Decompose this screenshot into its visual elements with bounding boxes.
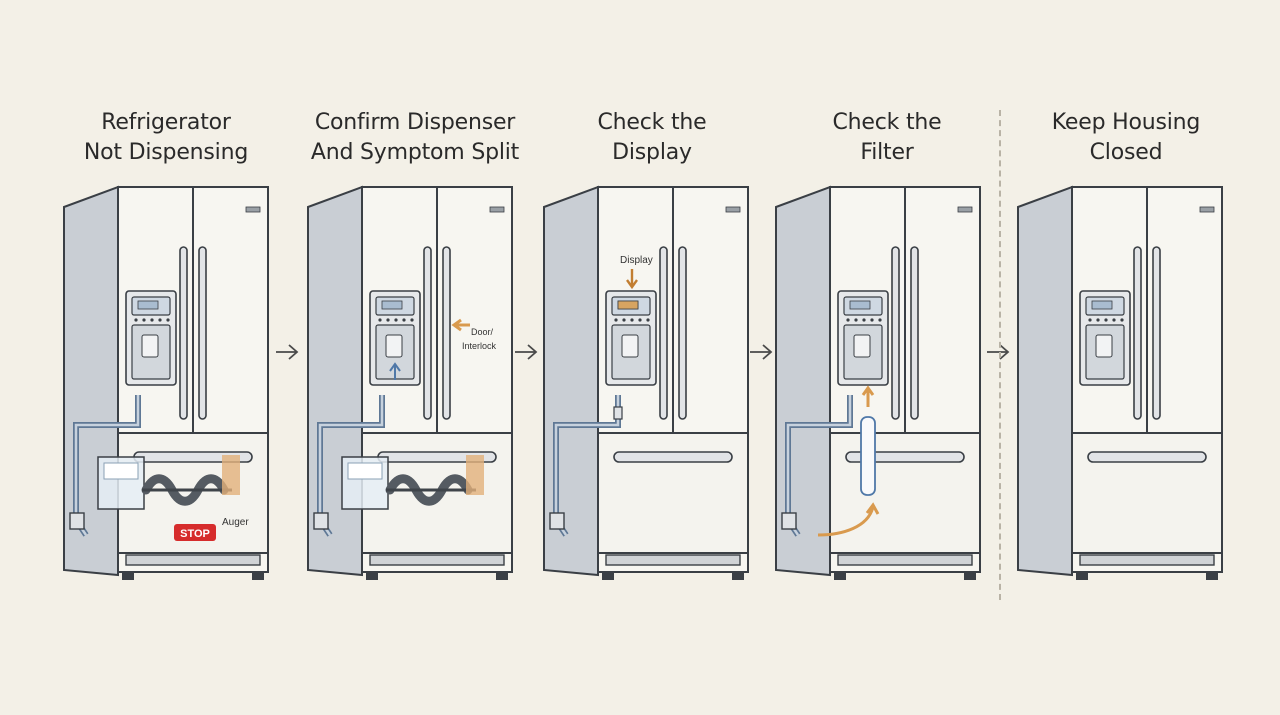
step-5-title-line1: Keep Housing (1051, 110, 1201, 135)
fridge-2-illustration: Door/ Interlock (307, 186, 513, 581)
step-5-title: Keep Housing Closed (1006, 108, 1246, 168)
fridge-5-illustration (1017, 186, 1223, 581)
up-arrow-icon (389, 362, 401, 380)
step-1-title: Refrigerator Not Dispensing (46, 108, 286, 168)
step-4-title: Check the Filter (767, 108, 1007, 168)
section-divider (999, 110, 1001, 600)
up-arrow-icon (861, 385, 875, 407)
auger-label: Auger (222, 517, 249, 528)
right-arrow-icon (750, 344, 773, 360)
water-filter (860, 416, 876, 496)
fridge-4-illustration (775, 186, 981, 581)
right-arrow-icon (987, 344, 1010, 360)
step-4-title-line1: Check the (832, 110, 942, 135)
fridge-3-illustration: Display (543, 186, 749, 581)
step-1-title-line2: Not Dispensing (83, 140, 249, 165)
step-4-title-line2: Filter (860, 140, 914, 165)
door-interlock-label-line1: Door/ (471, 327, 494, 337)
step-2-title: Confirm Dispenser And Symptom Split (295, 108, 535, 168)
step-1-title-line1: Refrigerator (101, 110, 231, 135)
step-2-title-line2: And Symptom Split (310, 140, 520, 165)
fridge-1-illustration: STOP Auger (63, 186, 269, 581)
step-3-title-line2: Display (612, 140, 692, 165)
stop-label: STOP (180, 528, 210, 540)
step-3-title-line1: Check the (597, 110, 707, 135)
door-interlock-label-line2: Interlock (462, 341, 497, 351)
step-2-title-line1: Confirm Dispenser (314, 110, 516, 135)
stop-badge (174, 524, 216, 541)
right-arrow-icon (276, 344, 299, 360)
down-arrow-icon (626, 269, 638, 290)
step-3-title: Check the Display (532, 108, 772, 168)
right-arrow-icon (515, 344, 538, 360)
step-5-title-line2: Closed (1089, 140, 1163, 165)
left-arrow-icon (451, 318, 470, 332)
display-label: Display (620, 255, 653, 266)
